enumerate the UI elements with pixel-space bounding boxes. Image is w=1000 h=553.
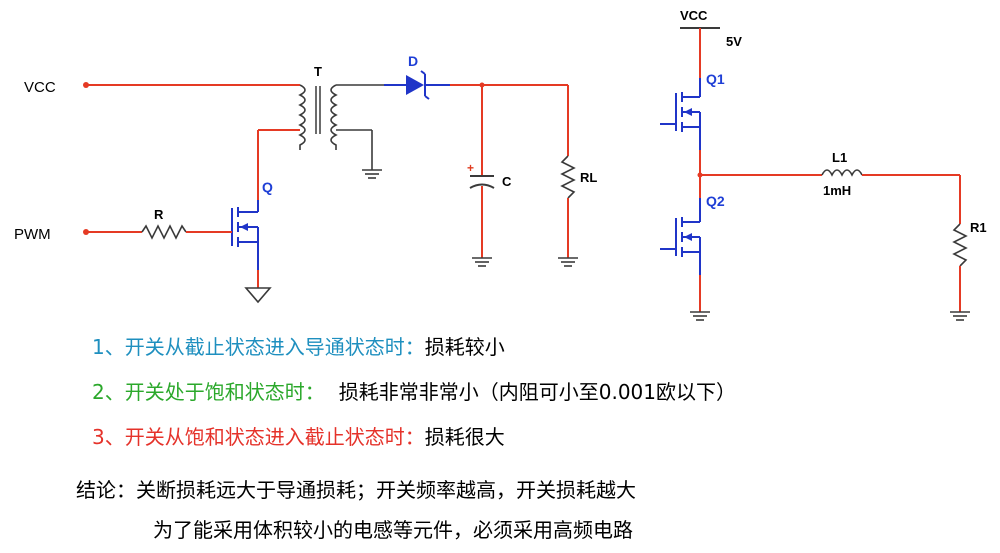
resistor-r1 (952, 223, 968, 267)
note-1: 1、开关从截止状态进入导通状态时：损耗较小 (92, 331, 505, 360)
note-2: 2、开关处于饱和状态时： 损耗非常非常小（内阻可小至0.001欧以下） (92, 376, 736, 405)
flyback-circuit: VCC T Q (14, 53, 597, 304)
inductor-l1 (821, 169, 863, 177)
diode-d: D (384, 53, 450, 100)
note-1-lead: 1、开关从截止状态进入导通状态时： (92, 335, 425, 359)
capacitor-c: + C (467, 161, 512, 189)
inductor-label: L1 (832, 150, 847, 165)
mosfet-q: Q (231, 179, 273, 288)
ground-icon (472, 257, 492, 267)
voltage-label: 5V (726, 34, 742, 49)
resistor-r (141, 224, 187, 240)
note-3-tail: 损耗很大 (424, 425, 505, 449)
conclusion-line-1: 结论：关断损耗远大于导通损耗；开关频率越高，开关损耗越大 (76, 478, 636, 502)
mosfet-q2: Q2 (660, 193, 725, 275)
diode-label: D (408, 53, 418, 69)
resistor-rl (560, 155, 576, 199)
conclusion-line-2: 为了能采用体积较小的电感等元件，必须采用高频电路 (153, 518, 633, 542)
load-label: RL (580, 170, 597, 185)
vcc-label: VCC (24, 79, 56, 96)
transformer: T (298, 64, 384, 179)
mosfet-q-label: Q (262, 179, 273, 195)
note-2-lead: 2、开关处于饱和状态时： (92, 380, 325, 404)
inductance-label: 1mH (823, 183, 851, 198)
vcc-right-label: VCC (680, 8, 708, 23)
ground-icon (950, 311, 970, 321)
mosfet-q2-label: Q2 (706, 193, 725, 209)
ground-icon (690, 311, 710, 321)
pwm-label: PWM (14, 226, 51, 243)
half-bridge-circuit: VCC 5V Q1 Q2 (660, 8, 987, 321)
mosfet-q1-label: Q1 (706, 71, 725, 87)
ground-triangle-icon (244, 287, 272, 304)
primary-coil (298, 84, 306, 150)
circuit-diagram: VCC T Q (14, 8, 987, 321)
note-1-tail: 损耗较小 (424, 335, 505, 359)
ground-icon (362, 169, 382, 179)
ground-icon (558, 257, 578, 267)
note-3: 3、开关从饱和状态进入截止状态时：损耗很大 (92, 421, 505, 450)
secondary-coil (330, 84, 338, 150)
note-3-lead: 3、开关从饱和状态进入截止状态时： (92, 425, 425, 449)
note-2-tail: 损耗非常非常小（内阻可小至0.001欧以下） (338, 380, 736, 404)
transformer-label: T (314, 64, 322, 79)
cap-polarity-label: + (467, 161, 474, 175)
r1-label: R1 (970, 220, 987, 235)
resistor-r-label: R (154, 207, 164, 222)
mosfet-q1: Q1 (660, 71, 725, 150)
capacitor-label: C (502, 174, 512, 189)
